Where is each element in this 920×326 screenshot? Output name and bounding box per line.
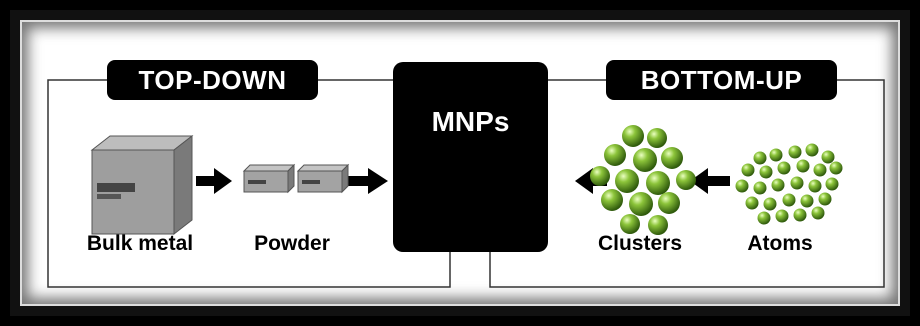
- atom-sphere-icon: [753, 151, 767, 165]
- atom-sphere-icon: [800, 194, 814, 208]
- cluster-sphere-icon: [676, 170, 696, 190]
- arrow-right-icon: [196, 168, 232, 194]
- bottom-up-heading: BOTTOM-UP: [606, 60, 837, 100]
- atom-sphere-icon: [777, 161, 791, 175]
- arrow-right-icon: [346, 168, 388, 194]
- atom-sphere-icon: [759, 165, 773, 179]
- atom-sphere-icon: [753, 181, 767, 195]
- cluster-sphere-icon: [622, 125, 644, 147]
- atom-sphere-icon: [763, 197, 777, 211]
- cluster-sphere-icon: [629, 192, 653, 216]
- atom-sphere-icon: [788, 145, 802, 159]
- powder-label: Powder: [254, 232, 330, 255]
- atom-sphere-icon: [790, 176, 804, 190]
- atom-sphere-icon: [775, 209, 789, 223]
- atom-sphere-icon: [805, 143, 819, 157]
- atom-spheres: [735, 143, 843, 225]
- cluster-sphere-icon: [620, 214, 640, 234]
- metal-cube-icon: [90, 134, 194, 236]
- atom-sphere-icon: [793, 208, 807, 222]
- atom-sphere-icon: [735, 179, 749, 193]
- cluster-sphere-icon: [590, 166, 610, 186]
- atoms-label: Atoms: [747, 232, 813, 255]
- atom-sphere-icon: [813, 163, 827, 177]
- cluster-sphere-icon: [647, 128, 667, 148]
- cluster-sphere-icon: [646, 171, 670, 195]
- cluster-sphere-icon: [658, 192, 680, 214]
- atom-sphere-icon: [796, 159, 810, 173]
- cluster-sphere-icon: [648, 215, 668, 235]
- powder-cube-icon: [242, 163, 296, 194]
- atom-sphere-icon: [825, 177, 839, 191]
- arrow-left-icon: [690, 168, 730, 194]
- cluster-sphere-icon: [604, 144, 626, 166]
- mnps-label: MNPs: [431, 106, 510, 137]
- cluster-sphere-icon: [661, 147, 683, 169]
- atom-sphere-icon: [821, 150, 835, 164]
- clusters-label: Clusters: [597, 232, 683, 255]
- atom-sphere-icon: [745, 196, 759, 210]
- bulk-metal-label: Bulk metal: [86, 232, 194, 255]
- powder-cube-icon: [296, 163, 350, 194]
- atom-sphere-icon: [771, 178, 785, 192]
- top-down-heading: TOP-DOWN: [107, 60, 318, 100]
- mnps-box: MNPs: [393, 62, 548, 252]
- cluster-sphere-icon: [633, 148, 657, 172]
- atom-sphere-icon: [811, 206, 825, 220]
- atom-sphere-icon: [829, 161, 843, 175]
- atom-sphere-icon: [757, 211, 771, 225]
- cluster-spheres: [590, 125, 696, 235]
- cluster-sphere-icon: [615, 169, 639, 193]
- cluster-sphere-icon: [601, 189, 623, 211]
- atom-sphere-icon: [741, 163, 755, 177]
- atom-sphere-icon: [818, 192, 832, 206]
- atom-sphere-icon: [769, 148, 783, 162]
- atom-sphere-icon: [808, 179, 822, 193]
- atom-sphere-icon: [782, 193, 796, 207]
